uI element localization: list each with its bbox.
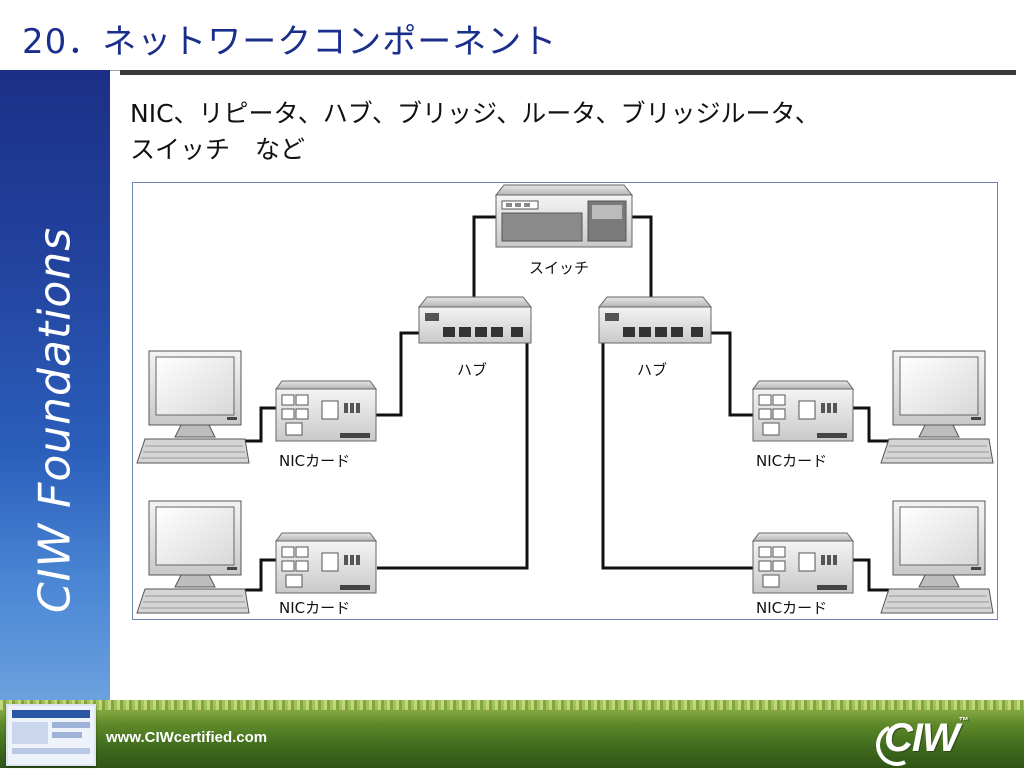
computer-right-1 (880, 350, 994, 464)
nic-card-left-1 (275, 380, 377, 442)
hub-left-label: ハブ (457, 361, 487, 379)
subtitle-line-1: NIC、リピータ、ハブ、ブリッジ、ルータ、ブリッジルータ、 (130, 99, 820, 128)
hub-left-device (417, 296, 533, 344)
ciw-logo: CIW™ (884, 716, 969, 761)
cable-hub-right-nic-1 (678, 331, 755, 417)
computer-left-1 (136, 350, 250, 464)
cable-hub-left-nic-2 (377, 333, 529, 570)
computer-right-2 (880, 500, 994, 614)
switch-label: スイッチ (529, 259, 589, 277)
cable-nic-pc-right-1 (853, 406, 895, 443)
website-thumbnail (6, 704, 96, 766)
computer-left-2 (136, 500, 250, 614)
ciw-logo-text: CIW (884, 716, 960, 760)
nic-card-right-2 (752, 532, 854, 594)
ciw-logo-tm: ™ (958, 716, 969, 727)
hub-right-label: ハブ (637, 361, 667, 379)
nic-label-left-2: NICカード (279, 599, 350, 617)
nic-label-right-2: NICカード (756, 599, 827, 617)
footer-url: www.CIWcertified.com (106, 729, 268, 746)
title-rule (120, 70, 1016, 75)
nic-card-right-1 (752, 380, 854, 442)
cable-nic-pc-right-2 (853, 558, 895, 592)
nic-card-left-2 (275, 532, 377, 594)
cable-nic-pc-left-1 (233, 406, 276, 443)
cable-nic-pc-left-2 (233, 558, 276, 592)
subtitle-line-2: スイッチ など (130, 135, 306, 164)
network-diagram: スイッチ ハブ ハブ (132, 182, 998, 620)
footer-band (0, 700, 1024, 768)
nic-label-left-1: NICカード (279, 452, 350, 470)
side-brand-text: CIW Foundations (29, 226, 81, 614)
footer-grass (0, 700, 1024, 710)
side-band: CIW Foundations (0, 70, 110, 710)
switch-device (494, 184, 634, 248)
slide-title: 20．ネットワークコンポーネント (22, 22, 558, 62)
cable-switch-hub-right (631, 215, 653, 305)
cable-hub-left-nic-1 (375, 331, 451, 417)
cable-hub-right-nic-2 (601, 333, 753, 570)
nic-label-right-1: NICカード (756, 452, 827, 470)
cable-switch-hub-left (472, 215, 496, 305)
hub-right-device (597, 296, 713, 344)
subtitle: NIC、リピータ、ハブ、ブリッジ、ルータ、ブリッジルータ、 スイッチ など (130, 96, 990, 168)
